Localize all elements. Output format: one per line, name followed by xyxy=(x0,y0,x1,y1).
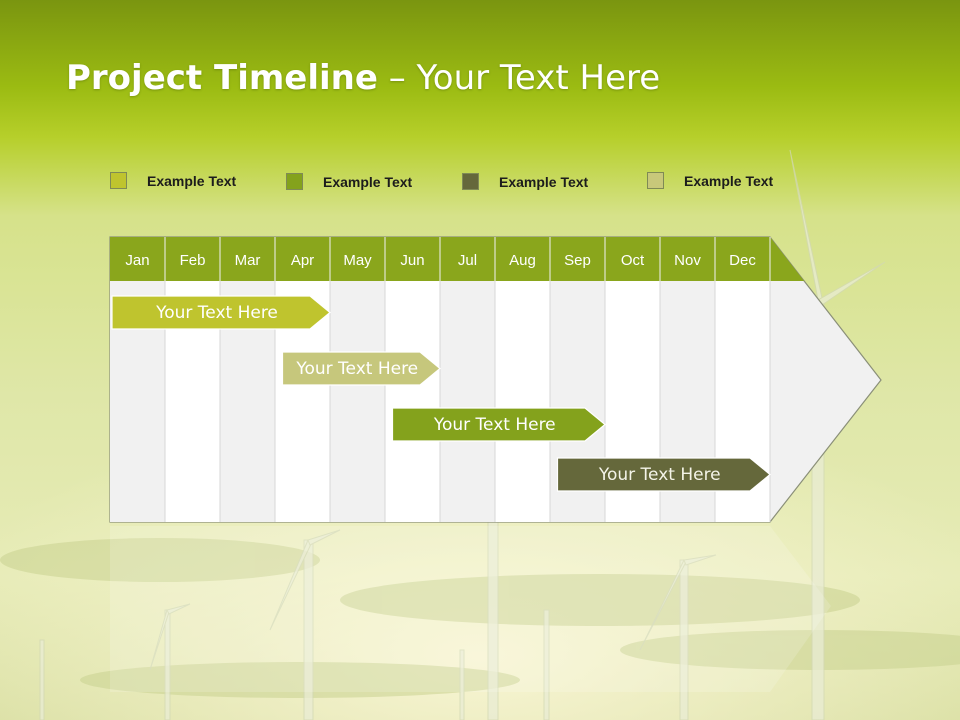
legend-swatch xyxy=(647,172,664,189)
month-label: Jun xyxy=(400,252,424,269)
legend-swatch xyxy=(110,172,127,189)
task-label: Your Text Here xyxy=(598,465,721,485)
legend-label: Example Text xyxy=(684,173,774,189)
task-bar xyxy=(111,295,331,330)
task-bar xyxy=(281,351,441,386)
month-label: Apr xyxy=(291,252,314,269)
legend-swatch xyxy=(462,173,479,190)
legend-label: Example Text xyxy=(147,173,237,189)
month-column xyxy=(440,281,495,522)
legend-swatch xyxy=(286,173,303,190)
timeline-reflection xyxy=(110,526,831,692)
task-label: Your Text Here xyxy=(433,415,556,435)
task-label: Your Text Here xyxy=(155,303,278,323)
month-column xyxy=(495,281,550,522)
task-bar xyxy=(556,457,771,492)
month-label: Jul xyxy=(458,252,477,269)
task-label: Your Text Here xyxy=(295,359,418,379)
month-label: Oct xyxy=(621,252,645,269)
month-label: Feb xyxy=(180,252,206,269)
month-label: Dec xyxy=(729,252,756,269)
month-header-band xyxy=(110,237,805,281)
title-bold-part: Project Timeline xyxy=(66,58,378,98)
page-title: Project Timeline – Your Text Here xyxy=(66,58,660,98)
task-bar xyxy=(391,407,606,442)
month-column xyxy=(385,281,440,522)
month-label: Aug xyxy=(509,252,536,269)
title-rest-part: – Your Text Here xyxy=(377,58,661,98)
month-label: Jan xyxy=(125,252,149,269)
legend-label: Example Text xyxy=(323,174,413,190)
month-label: Mar xyxy=(235,252,261,269)
month-column xyxy=(330,281,385,522)
legend-label: Example Text xyxy=(499,174,589,190)
month-label: Sep xyxy=(564,252,591,269)
month-label: May xyxy=(343,252,372,269)
month-label: Nov xyxy=(674,252,701,269)
